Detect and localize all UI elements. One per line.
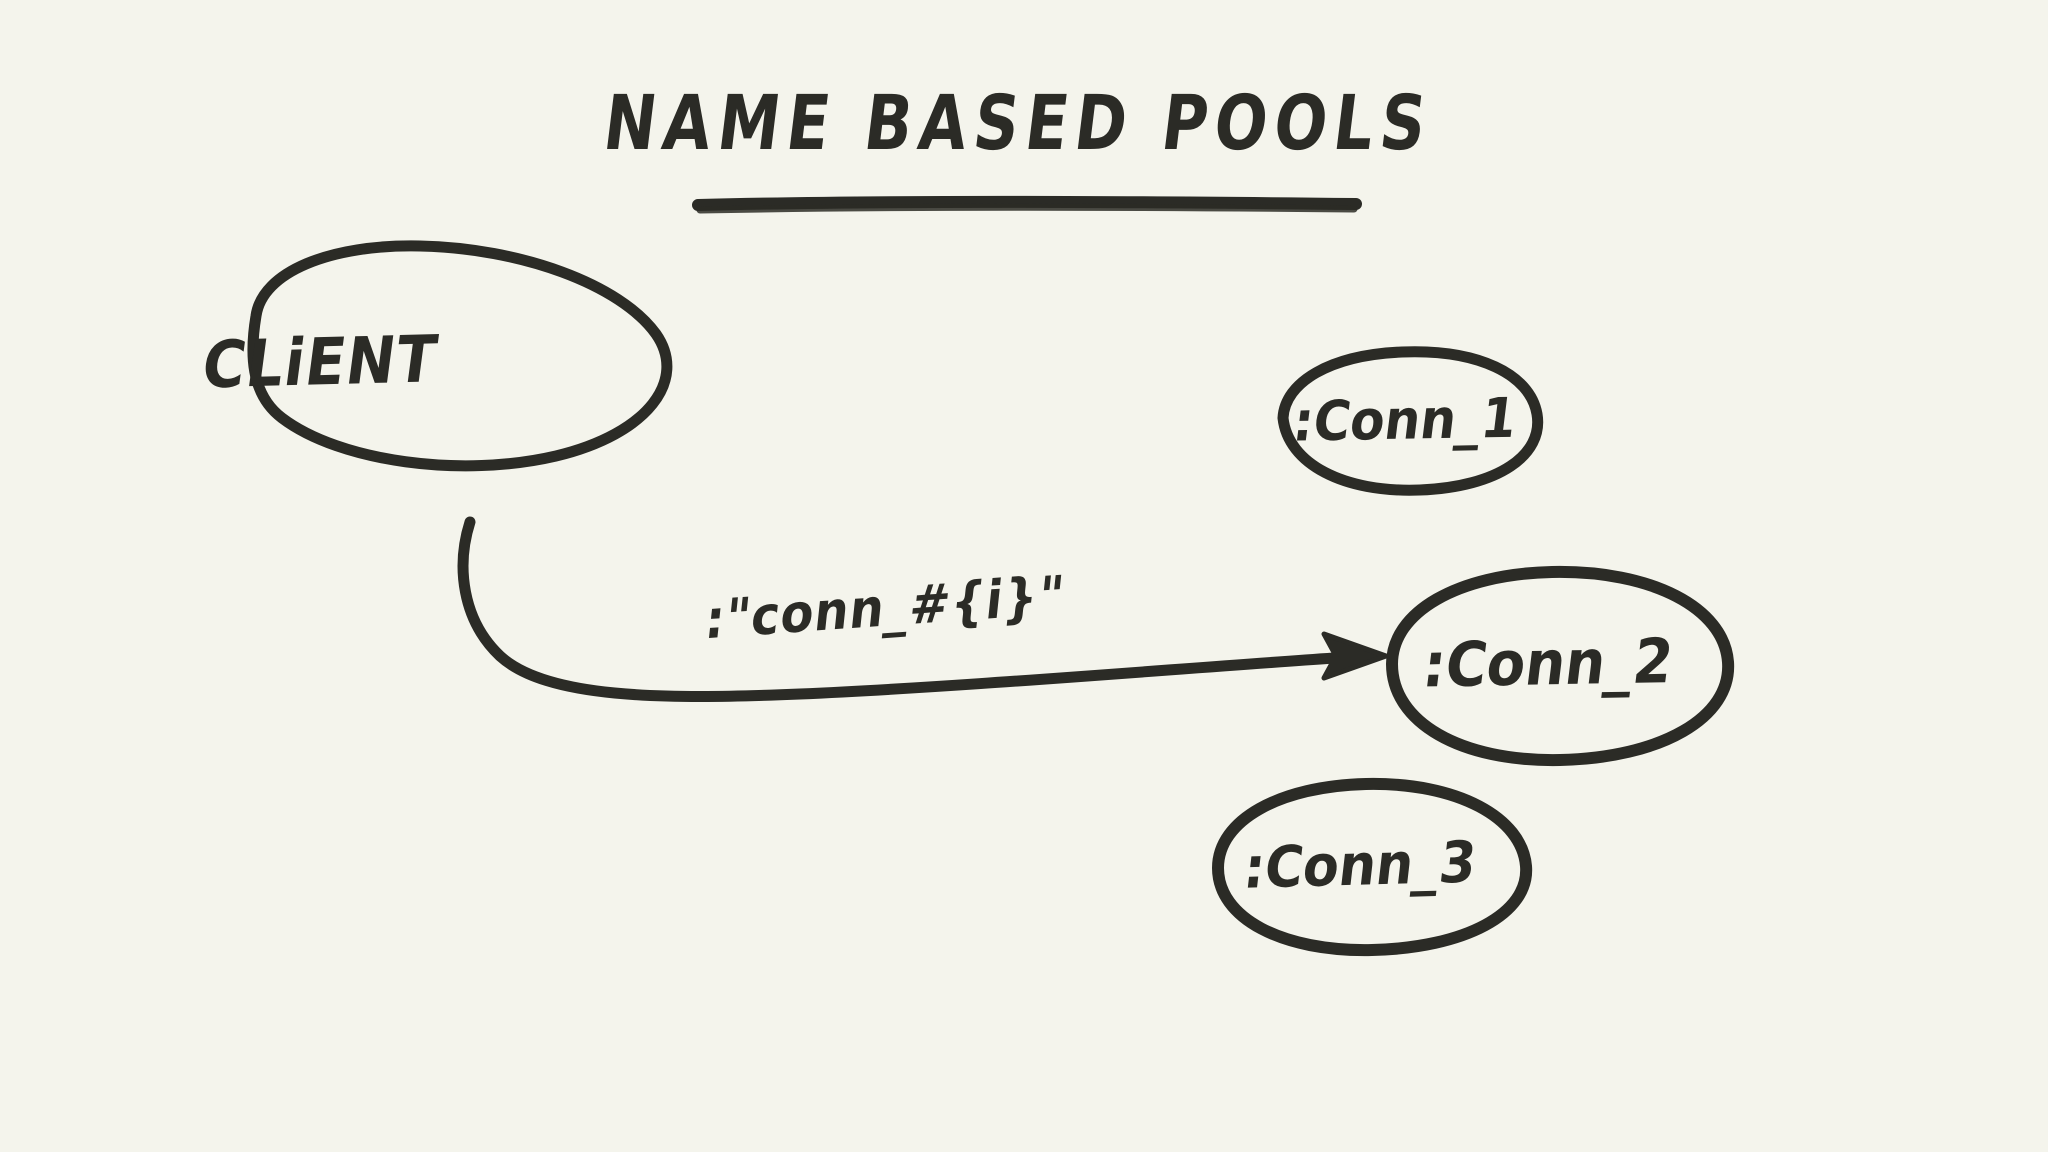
- node-conn3-ellipse[interactable]: [1212, 777, 1533, 957]
- arrowhead-icon: [1321, 631, 1389, 681]
- title-underline: [692, 195, 1362, 214]
- node-conn2-ellipse[interactable]: [1386, 565, 1735, 767]
- edge-client-to-conn2[interactable]: [457, 516, 1389, 702]
- node-conn1-ellipse[interactable]: [1277, 346, 1544, 496]
- node-client-ellipse[interactable]: [247, 240, 673, 472]
